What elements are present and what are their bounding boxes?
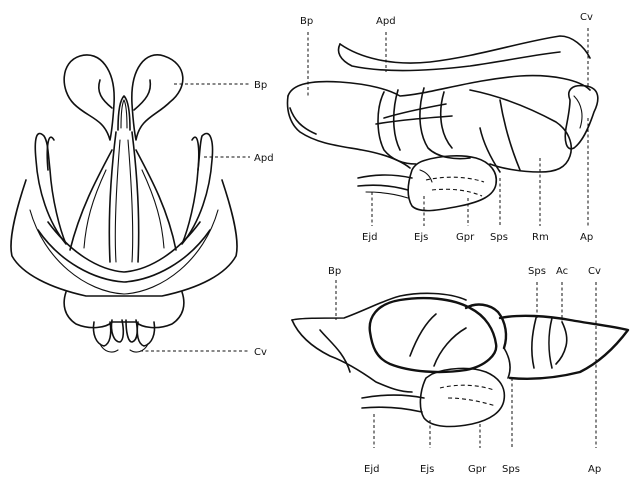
label-rm-upper: Rm (532, 232, 549, 243)
label-bp-ventral: Bp (254, 80, 267, 91)
ventral-view (10, 54, 238, 353)
label-ap-upper: Ap (580, 232, 593, 243)
label-ejd-lower: Ejd (364, 464, 379, 475)
lateral-view-lower (291, 292, 630, 428)
label-apd-ventral: Apd (254, 153, 274, 164)
label-sps-lower-top: Sps (528, 266, 546, 277)
label-sps-upper: Sps (490, 232, 508, 243)
label-bp-upper: Bp (300, 16, 313, 27)
label-ejs-lower: Ejs (420, 464, 434, 475)
label-sps-lower: Sps (502, 464, 520, 475)
label-gpr-upper: Gpr (456, 232, 475, 243)
label-apd-upper: Apd (376, 16, 396, 27)
label-cv-upper: Cv (580, 12, 593, 23)
label-cv-lower: Cv (588, 266, 601, 277)
label-cv-ventral: Cv (254, 347, 267, 358)
label-ejd-upper: Ejd (362, 232, 377, 243)
label-bp-lower: Bp (328, 266, 341, 277)
label-gpr-lower: Gpr (468, 464, 487, 475)
label-ejs-upper: Ejs (414, 232, 428, 243)
label-ap-lower: Ap (588, 464, 601, 475)
label-ac-lower: Ac (556, 266, 568, 277)
lateral-view-upper (286, 35, 599, 212)
